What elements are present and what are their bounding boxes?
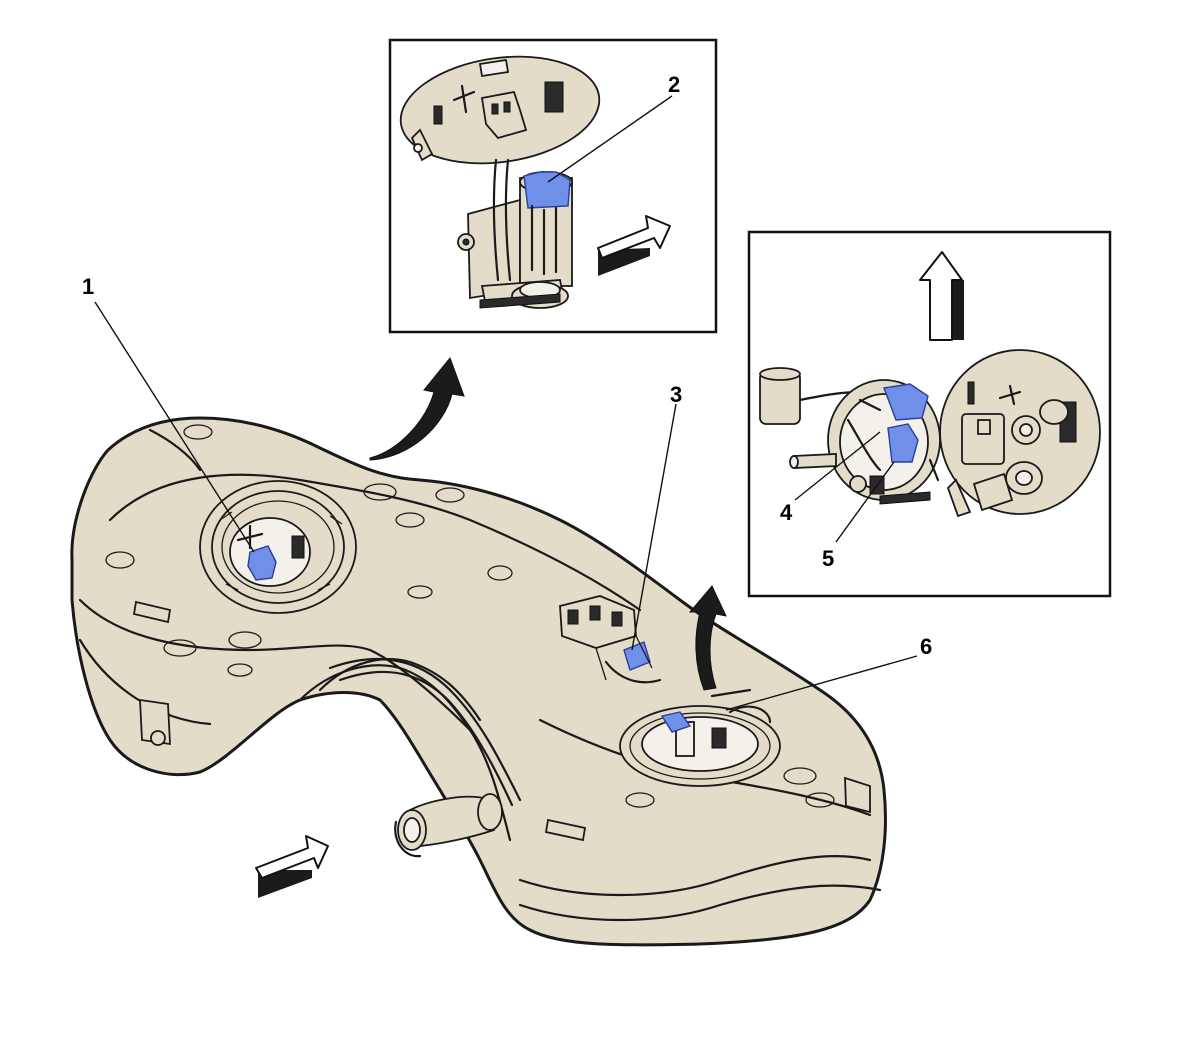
callout-3: 3 [670,382,682,407]
direction-arrow-icon [597,215,671,276]
filler-neck [394,793,503,858]
right-sender-unit [619,688,781,787]
fuel-level-float [759,367,862,425]
curved-arrow-icon [688,585,727,691]
inset-pump-module [388,38,718,334]
callout-2: 2 [668,72,680,97]
callout-5: 5 [822,546,834,571]
left-sender-unit [199,480,357,614]
callout-4: 4 [780,500,793,525]
direction-arrow-icon [255,835,329,898]
leader-lines [94,95,918,711]
callout-6: 6 [920,634,932,659]
callout-1: 1 [82,274,94,299]
curved-arrow-icon [369,357,465,461]
jet-pump-connector [559,595,662,684]
direction-arrow-icon [919,251,964,341]
